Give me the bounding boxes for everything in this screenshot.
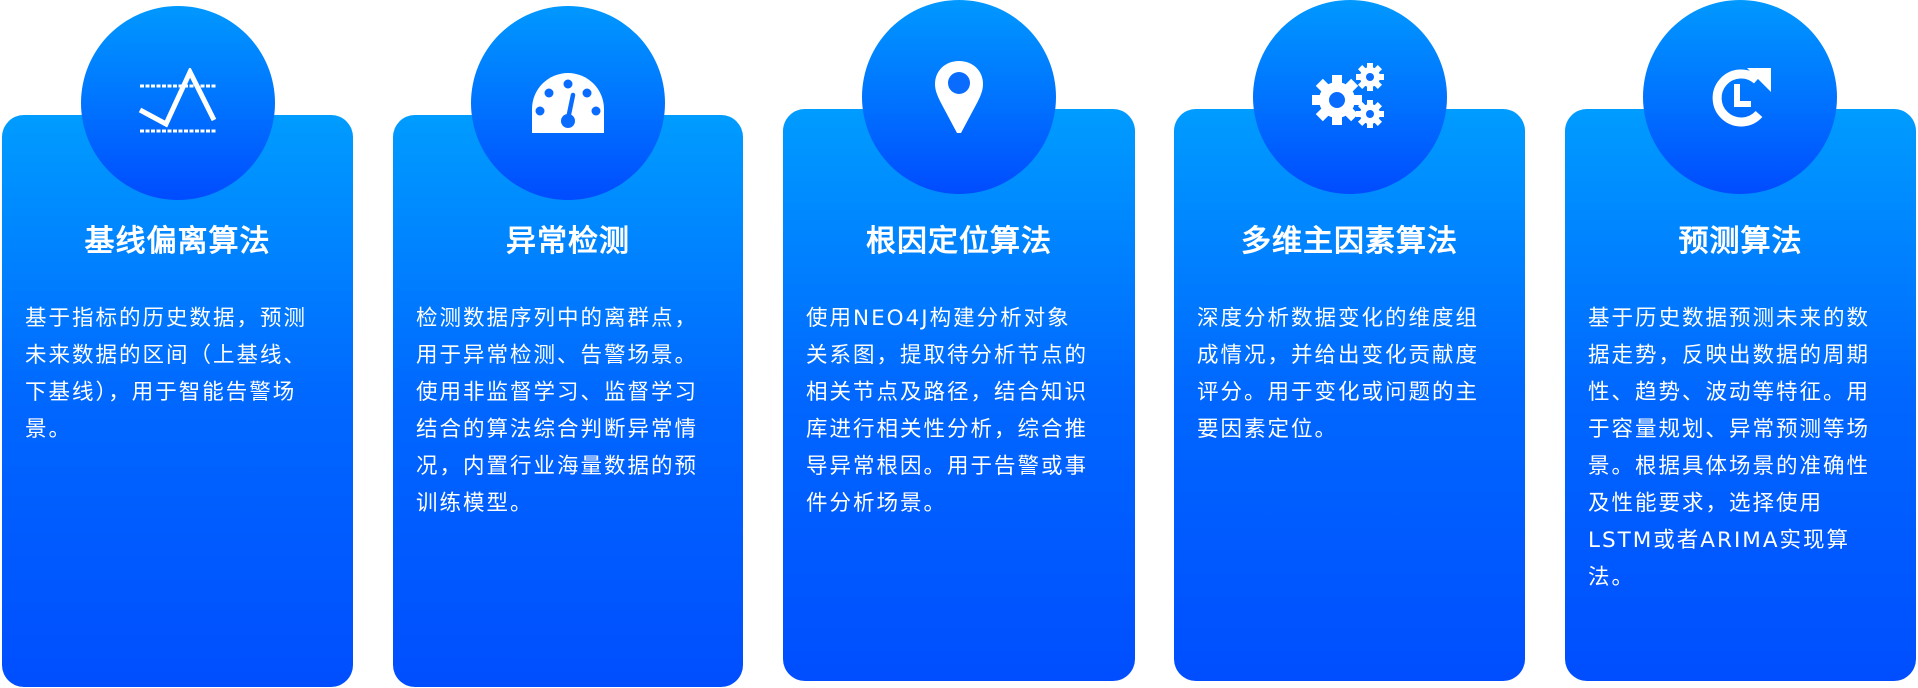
desc-line: 使用NEO4J构建分析对象 xyxy=(806,306,1071,331)
card-baseline-deviation: 基线偏离算法 基于指标的历史数据，预测 未来数据的区间（上基线、 下基线），用于… xyxy=(2,115,353,687)
desc-line: 基于历史数据预测未来的数 xyxy=(1588,306,1871,331)
desc-line: 及性能要求，选择使用 xyxy=(1588,491,1824,516)
icon-circle-root-cause xyxy=(862,0,1056,194)
card-prediction: 预测算法 基于历史数据预测未来的数 据走势，反映出数据的周期 性、趋势、波动等特… xyxy=(1565,109,1916,681)
desc-line: 导异常根因。用于告警或事 xyxy=(806,454,1089,479)
card-description: 深度分析数据变化的维度组 成情况，并给出变化贡献度 评分。用于变化或问题的主 要… xyxy=(1197,300,1505,448)
desc-line: 下基线），用于智能告警场 xyxy=(25,380,297,405)
card-root-cause: 根因定位算法 使用NEO4J构建分析对象 关系图，提取待分析节点的 相关节点及路… xyxy=(783,109,1135,681)
card-title: 基线偏离算法 xyxy=(84,224,271,259)
desc-line: 未来数据的区间（上基线、 xyxy=(25,343,308,368)
icon-circle-anomaly xyxy=(471,6,665,200)
desc-line: 况，内置行业海量数据的预 xyxy=(416,454,699,479)
icon-circle-multi-dimension xyxy=(1253,0,1447,194)
desc-line: 基于指标的历史数据，预测 xyxy=(25,306,308,331)
card-description: 基于历史数据预测未来的数 据走势，反映出数据的周期 性、趋势、波动等特征。用 于… xyxy=(1588,300,1896,596)
desc-line: 深度分析数据变化的维度组 xyxy=(1197,306,1480,331)
gears-icon xyxy=(1312,63,1384,128)
desc-line: 景。 xyxy=(25,417,73,442)
desc-line: 要因素定位。 xyxy=(1197,417,1339,442)
desc-line: 性、趋势、波动等特征。用 xyxy=(1588,380,1871,405)
icon-circle-prediction xyxy=(1643,0,1837,194)
card-title: 异常检测 xyxy=(506,224,630,259)
card-description: 检测数据序列中的离群点， 用于异常检测、告警场景。 使用非监督学习、监督学习 结… xyxy=(416,300,723,522)
desc-line: LSTM或者ARIMA实现算 xyxy=(1588,528,1851,553)
desc-line: 法。 xyxy=(1588,565,1636,590)
desc-line: 于容量规划、异常预测等场 xyxy=(1588,417,1871,442)
desc-line: 景。根据具体场景的准确性 xyxy=(1588,454,1871,479)
desc-line: 库进行相关性分析，综合推 xyxy=(806,417,1089,442)
desc-line: 结合的算法综合判断异常情 xyxy=(416,417,699,442)
card-anomaly-detection: 异常检测 检测数据序列中的离群点， 用于异常检测、告警场景。 使用非监督学习、监… xyxy=(393,115,743,687)
card-title: 预测算法 xyxy=(1678,224,1803,259)
card-title: 多维主因素算法 xyxy=(1241,224,1458,259)
desc-line: 成情况，并给出变化贡献度 xyxy=(1197,343,1480,368)
card-description: 使用NEO4J构建分析对象 关系图，提取待分析节点的 相关节点及路径，结合知识 … xyxy=(806,300,1115,522)
desc-line: 据走势，反映出数据的周期 xyxy=(1588,343,1871,368)
card-description: 基于指标的历史数据，预测 未来数据的区间（上基线、 下基线），用于智能告警场 景… xyxy=(25,300,333,448)
clock-refresh-icon xyxy=(1712,68,1771,127)
desc-line: 关系图，提取待分析节点的 xyxy=(806,343,1089,368)
desc-line: 相关节点及路径，结合知识 xyxy=(806,380,1089,405)
desc-line: 使用非监督学习、监督学习 xyxy=(416,380,699,405)
desc-line: 检测数据序列中的离群点， xyxy=(416,306,699,331)
desc-line: 用于异常检测、告警场景。 xyxy=(416,343,699,368)
icon-circle-baseline xyxy=(81,6,275,200)
desc-line: 评分。用于变化或问题的主 xyxy=(1197,380,1480,405)
baseline-chart-icon xyxy=(138,68,217,133)
card-title: 根因定位算法 xyxy=(866,224,1052,259)
map-pin-icon xyxy=(935,61,983,133)
gauge-icon xyxy=(532,73,604,133)
desc-line: 件分析场景。 xyxy=(806,491,948,516)
desc-line: 训练模型。 xyxy=(416,491,534,516)
card-multi-dimension: 多维主因素算法 深度分析数据变化的维度组 成情况，并给出变化贡献度 评分。用于变… xyxy=(1174,109,1525,681)
